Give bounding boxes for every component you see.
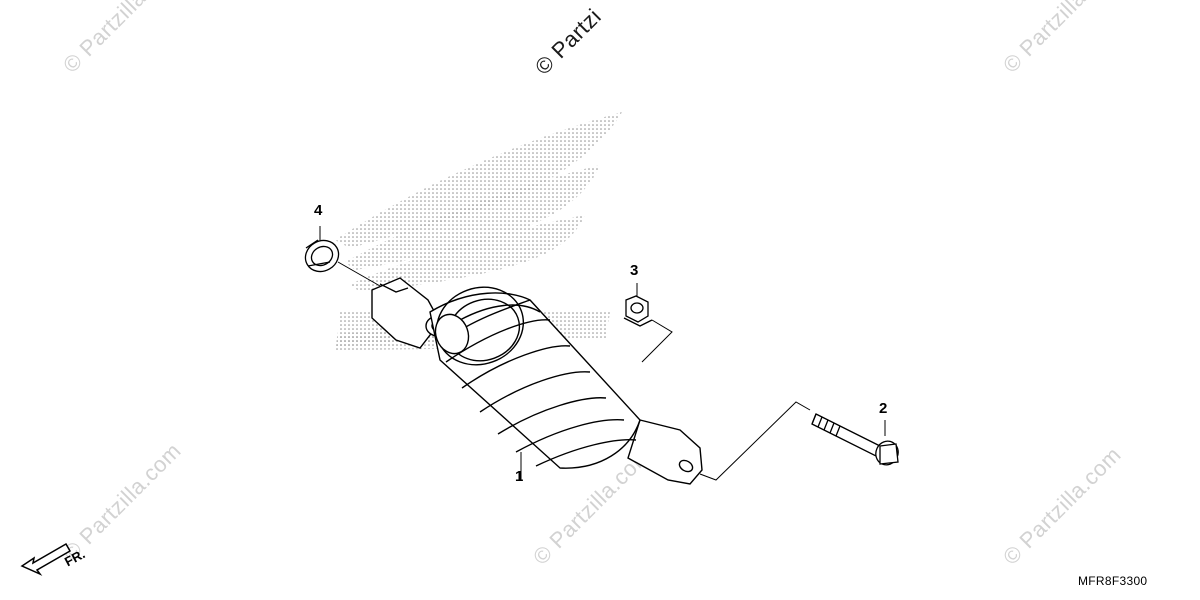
part-2-flange-bolt <box>811 413 899 466</box>
part-1-shock-absorber <box>371 277 703 485</box>
leader-lines <box>319 226 886 481</box>
callout-3: 3 <box>630 262 639 279</box>
leader-line-4 <box>319 226 381 287</box>
part-3-flange-nut <box>623 295 653 327</box>
diagram-reference-code: MFR8F3300 <box>1078 574 1148 588</box>
callout-2: 2 <box>879 400 888 417</box>
front-arrow-icon <box>20 542 72 576</box>
callout-4: 4 <box>314 202 323 219</box>
leader-line-3 <box>636 283 673 363</box>
leader-line-2 <box>699 401 886 481</box>
callout-1: 1 <box>515 468 524 485</box>
part-4-rubber-cap <box>304 239 340 273</box>
